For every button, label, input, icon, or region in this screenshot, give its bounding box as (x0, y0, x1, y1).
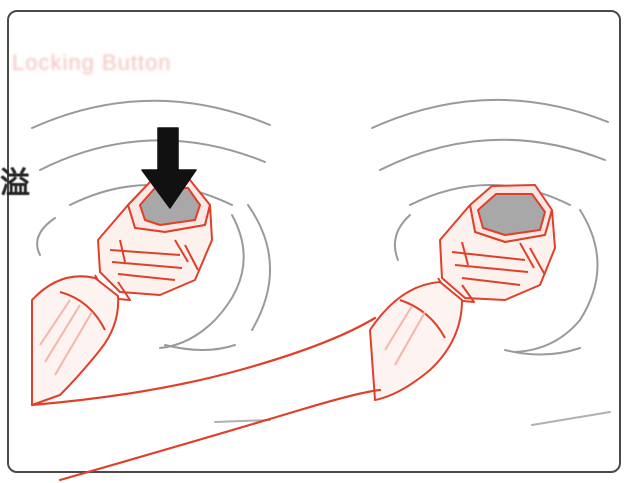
left-arc-left-low (37, 218, 55, 255)
left-arc-mid (40, 140, 265, 170)
right-connector (438, 185, 555, 302)
left-connector (95, 180, 212, 300)
right-arc-mid (380, 140, 605, 170)
right-locking-pad (478, 194, 545, 235)
left-cable (32, 276, 118, 405)
left-arc-outer (32, 101, 270, 128)
right-arc-outer (372, 100, 608, 128)
right-cable (370, 282, 462, 400)
left-arc-right-outer (248, 205, 270, 330)
right-arc-left-low (395, 215, 410, 260)
